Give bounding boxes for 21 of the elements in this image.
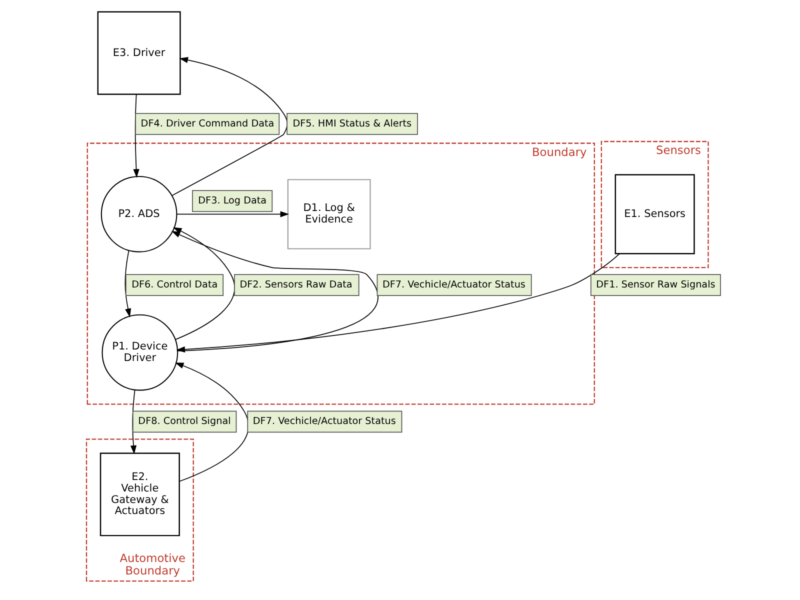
node-box: D1. Log & Evidence [287,179,371,250]
arrow [173,227,236,340]
node-box: E2. Vehicle Gateway & Actuators [100,452,180,536]
arrow [124,250,132,318]
node-box: E3. Driver [97,11,181,95]
edge-label: DF7. Vechicle/Actuator Status [382,280,526,291]
edge-label: DF5. HMI Status & Alerts [292,118,412,130]
arrow [174,362,249,482]
node-box: E1. Sensors [614,174,695,254]
edge-label: DF6. Control Data [132,280,218,291]
edge-label: DF3. Log Data [198,196,267,206]
edge-label: DF7. Vechicle/Actuator Status [252,416,396,428]
arrow [172,57,288,196]
arrow [130,390,137,454]
edge-label: DF2. Sensors Raw Data [240,280,352,291]
edge-label: DF4. Driver Command Data [140,118,274,130]
edge-label: DF8. Control Signal [138,416,231,428]
edge-label: DF1. Sensor Raw Signals [596,280,716,291]
arrow [176,211,290,218]
node-circle: P1. Device Driver [102,314,178,391]
node-circle: P2. ADS [100,176,178,252]
